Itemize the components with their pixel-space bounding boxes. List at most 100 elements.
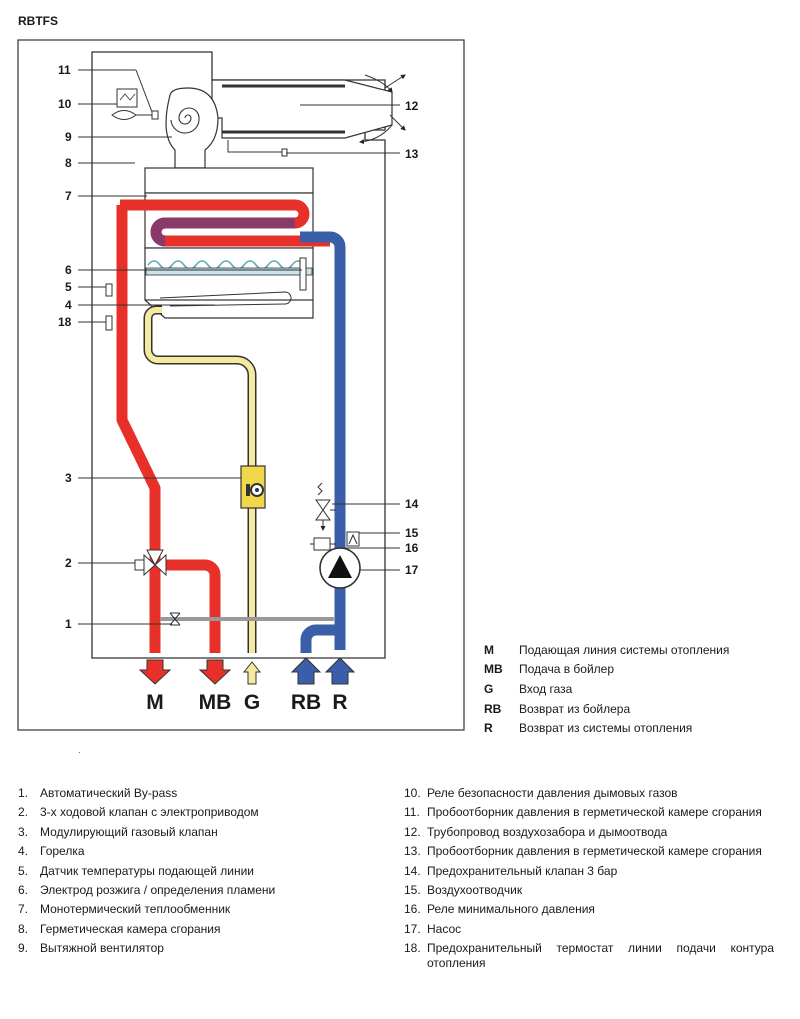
part-number: 7.: [18, 902, 29, 917]
legend-text: Подающая линия системы отопления: [519, 642, 730, 657]
legend-code: G: [484, 681, 494, 696]
part-description: Трубопровод воздухозабора и дымоотвода: [427, 824, 668, 839]
part-description: Электрод розжига / определения пламени: [40, 882, 276, 897]
connection-R: R: [332, 691, 347, 714]
connection-M: M: [146, 691, 164, 714]
part-item: 11. Пробоотборник давления в герметическо…: [404, 805, 774, 820]
part-item: 5.Датчик температуры подающей линии: [18, 864, 378, 879]
part-item: 2. 3-х ходовой клапан с электроприводом: [18, 805, 378, 820]
heat-exchanger: [120, 167, 330, 249]
safety-valve: [315, 482, 336, 531]
part-description: Герметическая камера сгорания: [40, 921, 221, 936]
part-item: 9.Вытяжной вентилятор: [18, 941, 378, 956]
legend-text: Возврат из бойлера: [519, 701, 631, 716]
part-description: Монотермический теплообменник: [40, 902, 231, 917]
min-pressure-switch: [310, 537, 336, 551]
part-description: Предохранительный клапан 3 бар: [427, 863, 618, 878]
callout-8: 8: [65, 156, 72, 170]
part-description: Предохранительный термостат линии подачи…: [427, 941, 774, 971]
part-number: 12.: [404, 824, 421, 839]
part-item: 10. Реле безопасности давления дымовых га…: [404, 786, 774, 801]
page-title: RBTFS: [18, 14, 58, 28]
part-item: 6. Электрод розжига / определения пламени: [18, 883, 378, 898]
part-description: Пробоотборник давления в герметической к…: [427, 844, 762, 859]
part-number: 2.: [18, 805, 29, 820]
part-description: Автоматический By-pass: [40, 786, 178, 800]
part-item: 12. Трубопровод воздухозабора и дымоотвод…: [404, 825, 774, 840]
part-item: 8. Герметическая камера сгорания: [18, 922, 378, 937]
callout-12: 12: [405, 99, 419, 113]
callout-5: 5: [65, 280, 72, 294]
connection-labels: M MB G RB R: [146, 691, 347, 714]
part-item: 4. Горелка: [18, 844, 378, 859]
callout-2: 2: [65, 556, 72, 570]
part-item: 3. Модулирующий газовый клапан: [18, 825, 378, 840]
part-number: 8.: [18, 921, 29, 936]
part-number: 10.: [404, 786, 421, 800]
part-description: Насос: [427, 921, 462, 936]
part-description: Горелка: [40, 844, 85, 859]
parts-list-right: 10. Реле безопасности давления дымовых га…: [404, 786, 774, 976]
part-item: 7. Монотермический теплообменник: [18, 902, 378, 917]
callout-13: 13: [405, 147, 419, 161]
parts-list-left: 1. Автоматический By-pass 2. 3-х ходовой к…: [18, 786, 378, 961]
callout-18: 18: [58, 315, 72, 329]
part-number: 11.: [404, 805, 420, 820]
part-number: 5.: [18, 863, 29, 878]
part-item: 13. Пробоотборник давления в герметическо…: [404, 844, 774, 859]
callout-11: 11: [58, 63, 71, 77]
legend-code: RB: [484, 701, 502, 716]
burner: [144, 247, 314, 319]
part-number: 3.: [18, 824, 29, 839]
part-description: Реле безопасности давления дымовых газов: [427, 786, 678, 800]
boiler-schematic: 11 10 9 8 7 6 5 4 18 3 2 1 12 13 14 15 1…: [17, 39, 465, 731]
part-number: 16.: [404, 902, 421, 917]
callout-17: 17: [405, 563, 419, 577]
part-number: 1.: [18, 786, 29, 800]
callout-10: 10: [58, 97, 72, 111]
legend-row: G Вход газа: [484, 679, 784, 699]
callout-7: 7: [65, 189, 72, 203]
part-description: Модулирующий газовый клапан: [40, 824, 218, 839]
air-vent: [346, 531, 360, 547]
part-number: 18.: [404, 941, 421, 956]
legend-code: M: [484, 642, 494, 657]
callout-3: 3: [65, 471, 72, 485]
stray-dot: ·: [78, 748, 81, 757]
part-number: 9.: [18, 941, 29, 956]
callout-6: 6: [65, 263, 72, 277]
pump: [319, 547, 361, 589]
part-item: 15.Воздухоотводчик: [404, 883, 774, 898]
part-description: Пробоотборник давления в герметической к…: [427, 805, 762, 820]
part-number: 4.: [18, 844, 29, 859]
part-item: 17. Насос: [404, 922, 774, 937]
supply-pipes: [116, 205, 221, 653]
legend-text: Вход газа: [519, 681, 573, 696]
gas-pipe: [143, 305, 257, 653]
callout-16: 16: [405, 541, 419, 555]
callout-labels: 11 10 9 8 7 6 5 4 18 3 2 1 12 13 14 15 1…: [58, 63, 419, 631]
callout-4: 4: [65, 298, 72, 312]
safety-thermostat: [105, 315, 113, 331]
part-item: 14. Предохранительный клапан 3 бар: [404, 864, 774, 879]
diagram-frame: [17, 39, 465, 731]
legend-row: RB Возврат из бойлера: [484, 699, 784, 719]
connection-G: G: [244, 691, 260, 714]
pressure-probe-13: [227, 140, 288, 157]
part-number: 14.: [404, 863, 421, 878]
callout-14: 14: [405, 497, 419, 511]
part-number: 13.: [404, 844, 421, 859]
part-number: 15.: [404, 882, 421, 897]
part-description: 3-х ходовой клапан с электроприводом: [40, 805, 259, 820]
callout-15: 15: [405, 526, 419, 540]
callout-1: 1: [65, 617, 72, 631]
bypass: [160, 612, 334, 626]
part-item: 16. Реле минимального давления: [404, 902, 774, 917]
flow-temp-sensor: [105, 283, 113, 297]
part-number: 17.: [404, 921, 421, 936]
connection-MB: MB: [199, 691, 232, 714]
part-number: 6.: [18, 882, 29, 897]
part-description: Реле минимального давления: [427, 902, 595, 917]
